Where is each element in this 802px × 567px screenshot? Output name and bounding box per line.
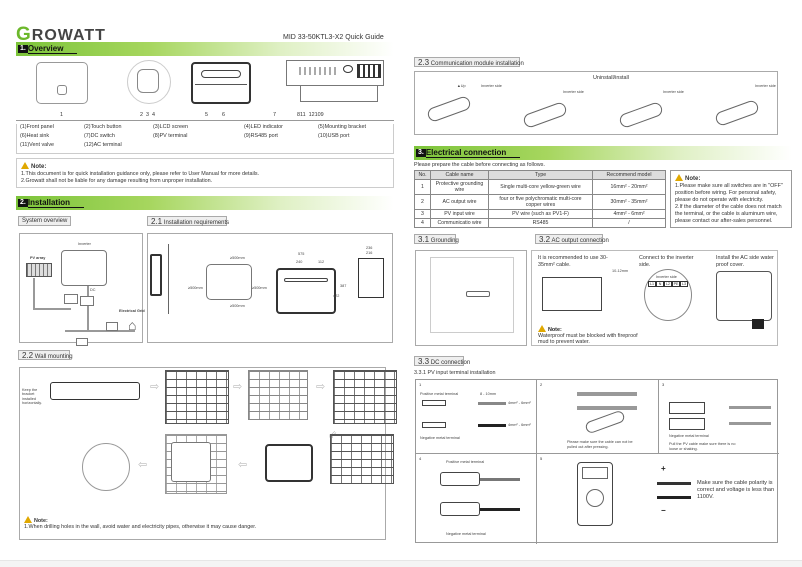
tab-communication-module: 2.3 Communication module installation <box>414 57 524 67</box>
section-header-electrical: 3.Electrical connection <box>414 146 792 160</box>
system-overview-diagram: Inverter PV array DC Electrical Grid ⌂ <box>19 233 145 346</box>
ac-output-diagram: It is recommended to use 30-35mm² cable.… <box>531 250 778 346</box>
comm-module-icon <box>713 98 761 128</box>
tab-dc-connection: 3.3 DC connection <box>414 356 470 366</box>
wall-step-3 <box>333 370 397 424</box>
tab-grounding: 3.1 Grounding <box>414 234 459 244</box>
table-header-row: No. Cable name Type Recommend model <box>414 170 666 180</box>
warning-icon <box>538 325 546 332</box>
wall-step-4b <box>265 444 313 482</box>
table-row: 3 PV input wire PV wire (such as PV1-F) … <box>414 209 666 219</box>
document-title: MID 33-50KTL3-X2 Quick Guide <box>283 34 384 41</box>
page-edge <box>0 560 802 567</box>
front-panel-figure <box>36 62 88 104</box>
comm-module-icon <box>617 100 665 130</box>
comm-module-icon <box>521 100 569 130</box>
dc-step-3: 3 Negative metal terminal Pull the PV ca… <box>659 380 779 454</box>
parts-legend: (1)Front panel (2)Touch button (3)LCD sc… <box>20 124 366 148</box>
electrical-intro: Please prepare the cable before connecti… <box>414 162 545 168</box>
load-box <box>76 338 88 346</box>
overview-figures: 1 2 3 4 5 6 7 811 12109 <box>16 58 394 120</box>
overview-note: Note: 1.This document is for quick insta… <box>16 158 394 188</box>
ac-breaker-box <box>106 322 118 331</box>
section-header-installation: 2.Installation <box>16 196 394 210</box>
electrical-note: Note: 1.Please make sure all switches ar… <box>670 170 792 228</box>
pv-panel-icon <box>26 263 52 277</box>
warning-icon <box>21 162 29 169</box>
tab-wall-mounting: 2.2 Wall mounting <box>18 350 73 360</box>
dc-step-4: 4 Positive metal terminal Negative metal… <box>416 454 537 544</box>
table-row: 4 Communicatio wire RS485 / <box>414 218 666 228</box>
section-header-overview: 1.Overview <box>16 42 394 56</box>
step-arrow-icon: ⇨ <box>150 381 160 393</box>
brand-logo: GROWATT <box>16 24 106 45</box>
step-arrow-icon: ⇨ <box>316 381 326 393</box>
wall-step-2 <box>248 370 308 420</box>
dc-breaker-box <box>64 294 78 304</box>
wall-step-1 <box>165 370 229 424</box>
ground-screw-icon <box>466 291 490 297</box>
step-arrow-icon: ⇨ <box>233 381 243 393</box>
cable-table: No. Cable name Type Recommend model 1 Pr… <box>414 170 666 228</box>
dc-steps-grid: 1 Positive metal terminal 8 - 10mm 4mm² … <box>415 379 779 544</box>
tab-ac-output: 3.2 AC output connection <box>535 234 609 244</box>
dc-step-2: 2 Please make sure the cable can not be … <box>537 380 659 454</box>
warning-icon <box>675 174 683 181</box>
inverter-cover-figure <box>716 271 772 321</box>
multimeter-icon <box>577 462 613 526</box>
bottom-ports-figure <box>286 60 384 86</box>
installation-requirements-diagram: ≥500mm ≥500mm ≥500mm ≥500mm 575 240 112 … <box>147 233 393 343</box>
crimping-tool-icon <box>584 409 626 435</box>
negative-icon: − <box>661 506 666 515</box>
grounding-diagram <box>415 250 527 346</box>
grid-tower-icon: ⌂ <box>128 317 137 333</box>
table-row: 1 Protective grounding wire Single multi… <box>414 179 666 195</box>
dc-step-1: 1 Positive metal terminal 8 - 10mm 4mm² … <box>416 380 537 454</box>
dc-step-5: 5 + − Make sure the cable polarity is co… <box>537 454 779 544</box>
inverter-icon <box>61 250 107 286</box>
comm-module-icon <box>425 94 473 124</box>
touch-button-icon <box>57 85 67 95</box>
touch-detail-figure <box>127 60 171 104</box>
tab-system-overview: System overview <box>18 216 72 226</box>
warning-icon <box>24 516 32 523</box>
wall-step-4 <box>330 434 394 484</box>
step-arrow-icon: ⇦ <box>138 459 148 471</box>
breaker-box <box>80 296 94 306</box>
ac-plug-icon <box>542 277 602 311</box>
step-arrow-icon: ⇦ <box>238 459 248 471</box>
ac-terminal-strip: L1 N L2 PE L3 <box>648 281 688 287</box>
mounting-bracket-figure <box>191 62 251 104</box>
positive-icon: + <box>661 464 666 473</box>
tab-installation-requirements: 2.1 Installation requirements <box>147 216 229 226</box>
comm-module-diagram: Uninstall/install ▲Up Inverter side Inve… <box>414 71 778 135</box>
wall-mounting-diagram: Keep the bracket installed horizontally.… <box>19 367 397 540</box>
dc-subtitle: 3.3.1 PV input terminal installation <box>414 370 496 376</box>
wall-step-6 <box>82 443 130 491</box>
table-row: 2 AC output wire four or five polychroma… <box>414 194 666 210</box>
